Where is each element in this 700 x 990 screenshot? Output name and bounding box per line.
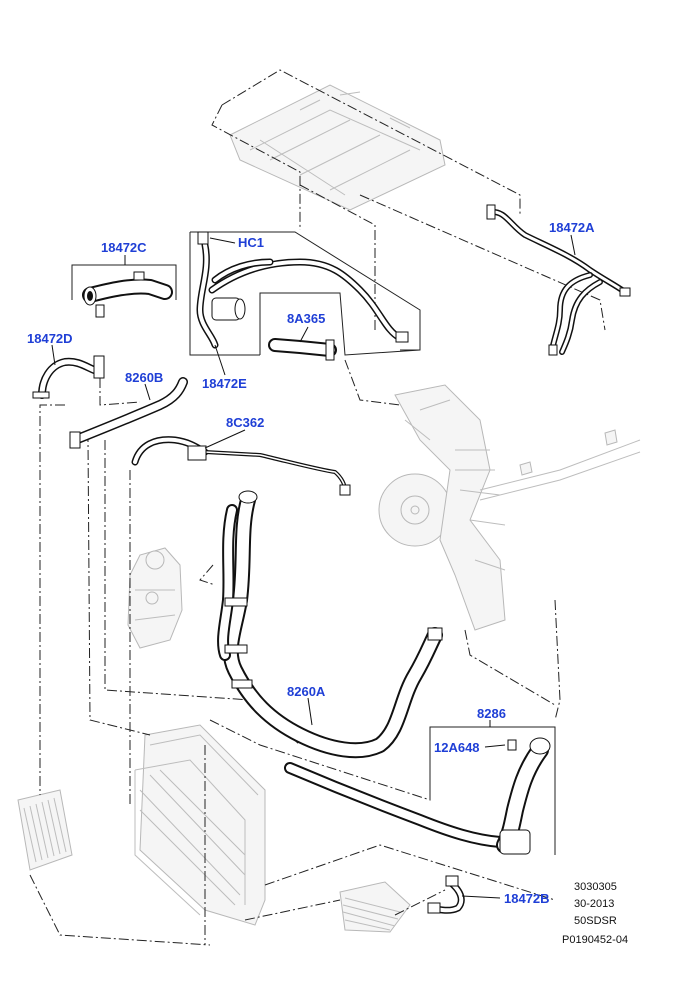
callout-18472d: 18472D (27, 331, 73, 346)
hose-18472e (196, 231, 409, 349)
hose-8260b (69, 377, 188, 449)
callout-hc1: HC1 (238, 235, 264, 250)
hose-8260a (217, 490, 443, 759)
hose-8a365 (268, 338, 337, 361)
thermostat-housing-ghost (127, 547, 183, 649)
radiator-ghost (134, 724, 266, 926)
intake-manifold-ghost (229, 84, 446, 211)
callout-8a365: 8A365 (287, 311, 325, 326)
aux-cooler-left-ghost (17, 789, 73, 871)
callout-8c362: 8C362 (226, 415, 264, 430)
callout-18472e: 18472E (202, 376, 247, 391)
callout-8260a: 8260A (287, 684, 326, 699)
callout-12a648: 12A648 (434, 740, 480, 755)
callout-18472a: 18472A (549, 220, 595, 235)
hose-18472c (82, 271, 173, 318)
callout-8286: 8286 (477, 706, 506, 721)
hose-18472b (427, 875, 465, 914)
callout-18472c: 18472C (101, 240, 147, 255)
hose-18472d (32, 355, 105, 399)
callout-leaders (51, 234, 576, 899)
hose-8c362 (131, 436, 351, 496)
footer-line-1: 3030305 (574, 881, 617, 893)
hose-8286 (284, 737, 551, 855)
callout-frames (71, 231, 556, 855)
oil-cooler-ghost (339, 881, 411, 933)
callout-18472b: 18472B (504, 891, 550, 906)
hose-18472a (486, 204, 631, 356)
footer-line-3: 50SDSR (574, 915, 617, 927)
heater-pipe-ghost (479, 429, 641, 501)
callout-8260b: 8260B (125, 370, 163, 385)
water-pump-ghost (378, 384, 506, 631)
footer-line-2: 30-2013 (574, 898, 614, 910)
footer-line-4: P0190452-04 (562, 934, 628, 946)
